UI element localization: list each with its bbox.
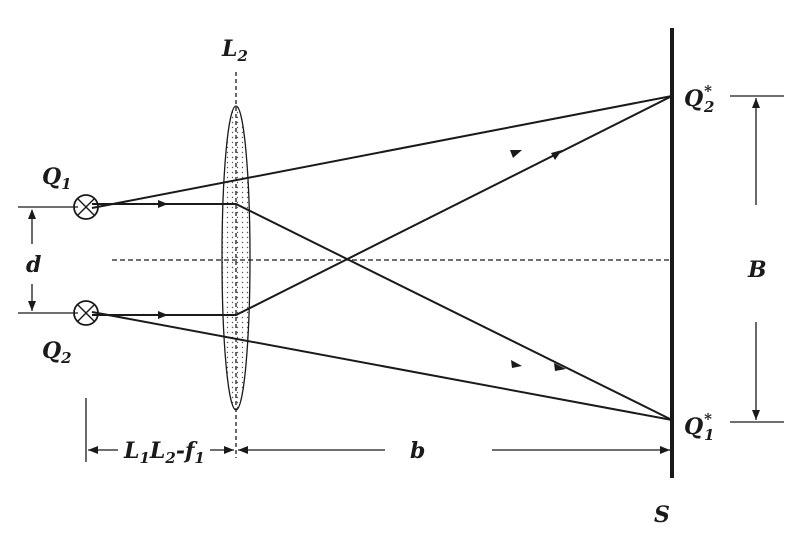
label-q1: Q1 — [42, 164, 72, 193]
label-screen-s: S — [654, 502, 670, 528]
label-b-image-separation: B — [747, 257, 767, 283]
rays-q2 — [91, 95, 673, 421]
source-q1-symbol — [73, 194, 99, 220]
dimension-bottom — [85, 398, 670, 462]
rays-q1 — [91, 95, 673, 421]
dimension-b-cap — [730, 95, 784, 423]
label-distance-l1l2-f1: L1L2-f1 — [123, 438, 205, 467]
label-lens-l2: L2 — [221, 36, 248, 65]
dimension-d — [18, 206, 78, 314]
label-distance-b: b — [410, 438, 425, 464]
label-q2: Q2 — [42, 338, 72, 367]
label-q1-star: Q*1 — [684, 410, 714, 444]
label-d: d — [26, 252, 41, 278]
label-q2-star: Q*2 — [684, 82, 714, 116]
ray-arrowheads — [158, 150, 566, 371]
